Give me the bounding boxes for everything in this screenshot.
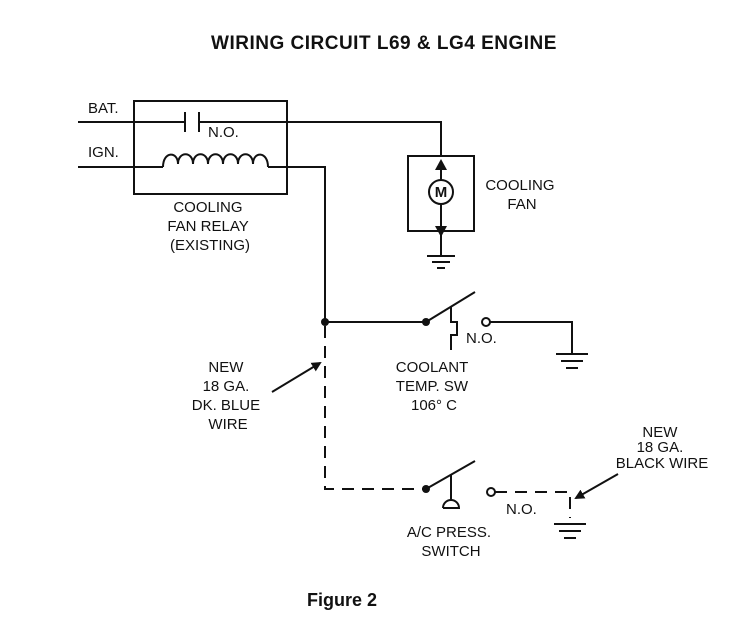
coolant-ground-wire: [490, 321, 573, 354]
black-wire-label: NEW 18 GA. BLACK WIRE: [616, 424, 709, 472]
new-black-wire: [495, 491, 571, 518]
ac-pressure-switch: N.O. A/C PRESS. SWITCH: [407, 460, 586, 560]
relay-coil: [162, 153, 269, 168]
blue-wire-pointer: [271, 361, 322, 393]
relay-name: COOLING FAN RELAY (EXISTING): [167, 199, 252, 254]
black-wire-note: NEW 18 GA. BLACK WIRE: [574, 424, 709, 499]
coolant-temp-switch: N.O. COOLANT TEMP. SW 106° C: [321, 291, 588, 414]
blue-wire-label: NEW 18 GA. DK. BLUE WIRE: [192, 359, 265, 433]
fan-ground-icon: [427, 255, 455, 269]
diagram-title: WIRING CIRCUIT L69 & LG4 ENGINE: [211, 33, 557, 54]
coil-to-switch-wire: [268, 166, 326, 322]
coolant-switch-sensor: [450, 307, 458, 350]
relay-contact: [184, 112, 200, 132]
new-blue-wire: [324, 326, 425, 490]
ac-switch-contact: [486, 487, 496, 497]
cooling-fan-relay: BAT. N.O. IGN. COOLING FAN RELAY (EXISTI…: [78, 100, 442, 322]
figure-caption: Figure 2: [307, 590, 377, 610]
black-wire-pointer: [574, 473, 619, 499]
ign-label: IGN.: [88, 144, 119, 161]
fan-supply-arrow: [435, 159, 447, 170]
coolant-no-label: N.O.: [466, 330, 497, 347]
relay-housing: [133, 100, 288, 195]
fan-name: COOLING FAN: [485, 177, 558, 213]
relay-to-fan-wire: [199, 121, 442, 156]
ac-no-label: N.O.: [506, 501, 537, 518]
relay-no-label: N.O.: [208, 124, 239, 141]
bat-label: BAT.: [88, 100, 119, 117]
fan-ground-arrow: [435, 226, 447, 237]
ac-switch-name: A/C PRESS. SWITCH: [407, 524, 495, 560]
ac-switch-actuator: [442, 475, 461, 509]
cooling-fan: M COOLING FAN: [407, 155, 558, 269]
coolant-ground-icon: [556, 353, 588, 369]
coolant-switch-name: COOLANT TEMP. SW 106° C: [396, 359, 472, 414]
ac-ground-icon: [554, 523, 586, 539]
coolant-switch-contact: [481, 317, 491, 327]
motor-letter: M: [435, 184, 448, 201]
blue-wire-note: NEW 18 GA. DK. BLUE WIRE: [192, 359, 322, 433]
